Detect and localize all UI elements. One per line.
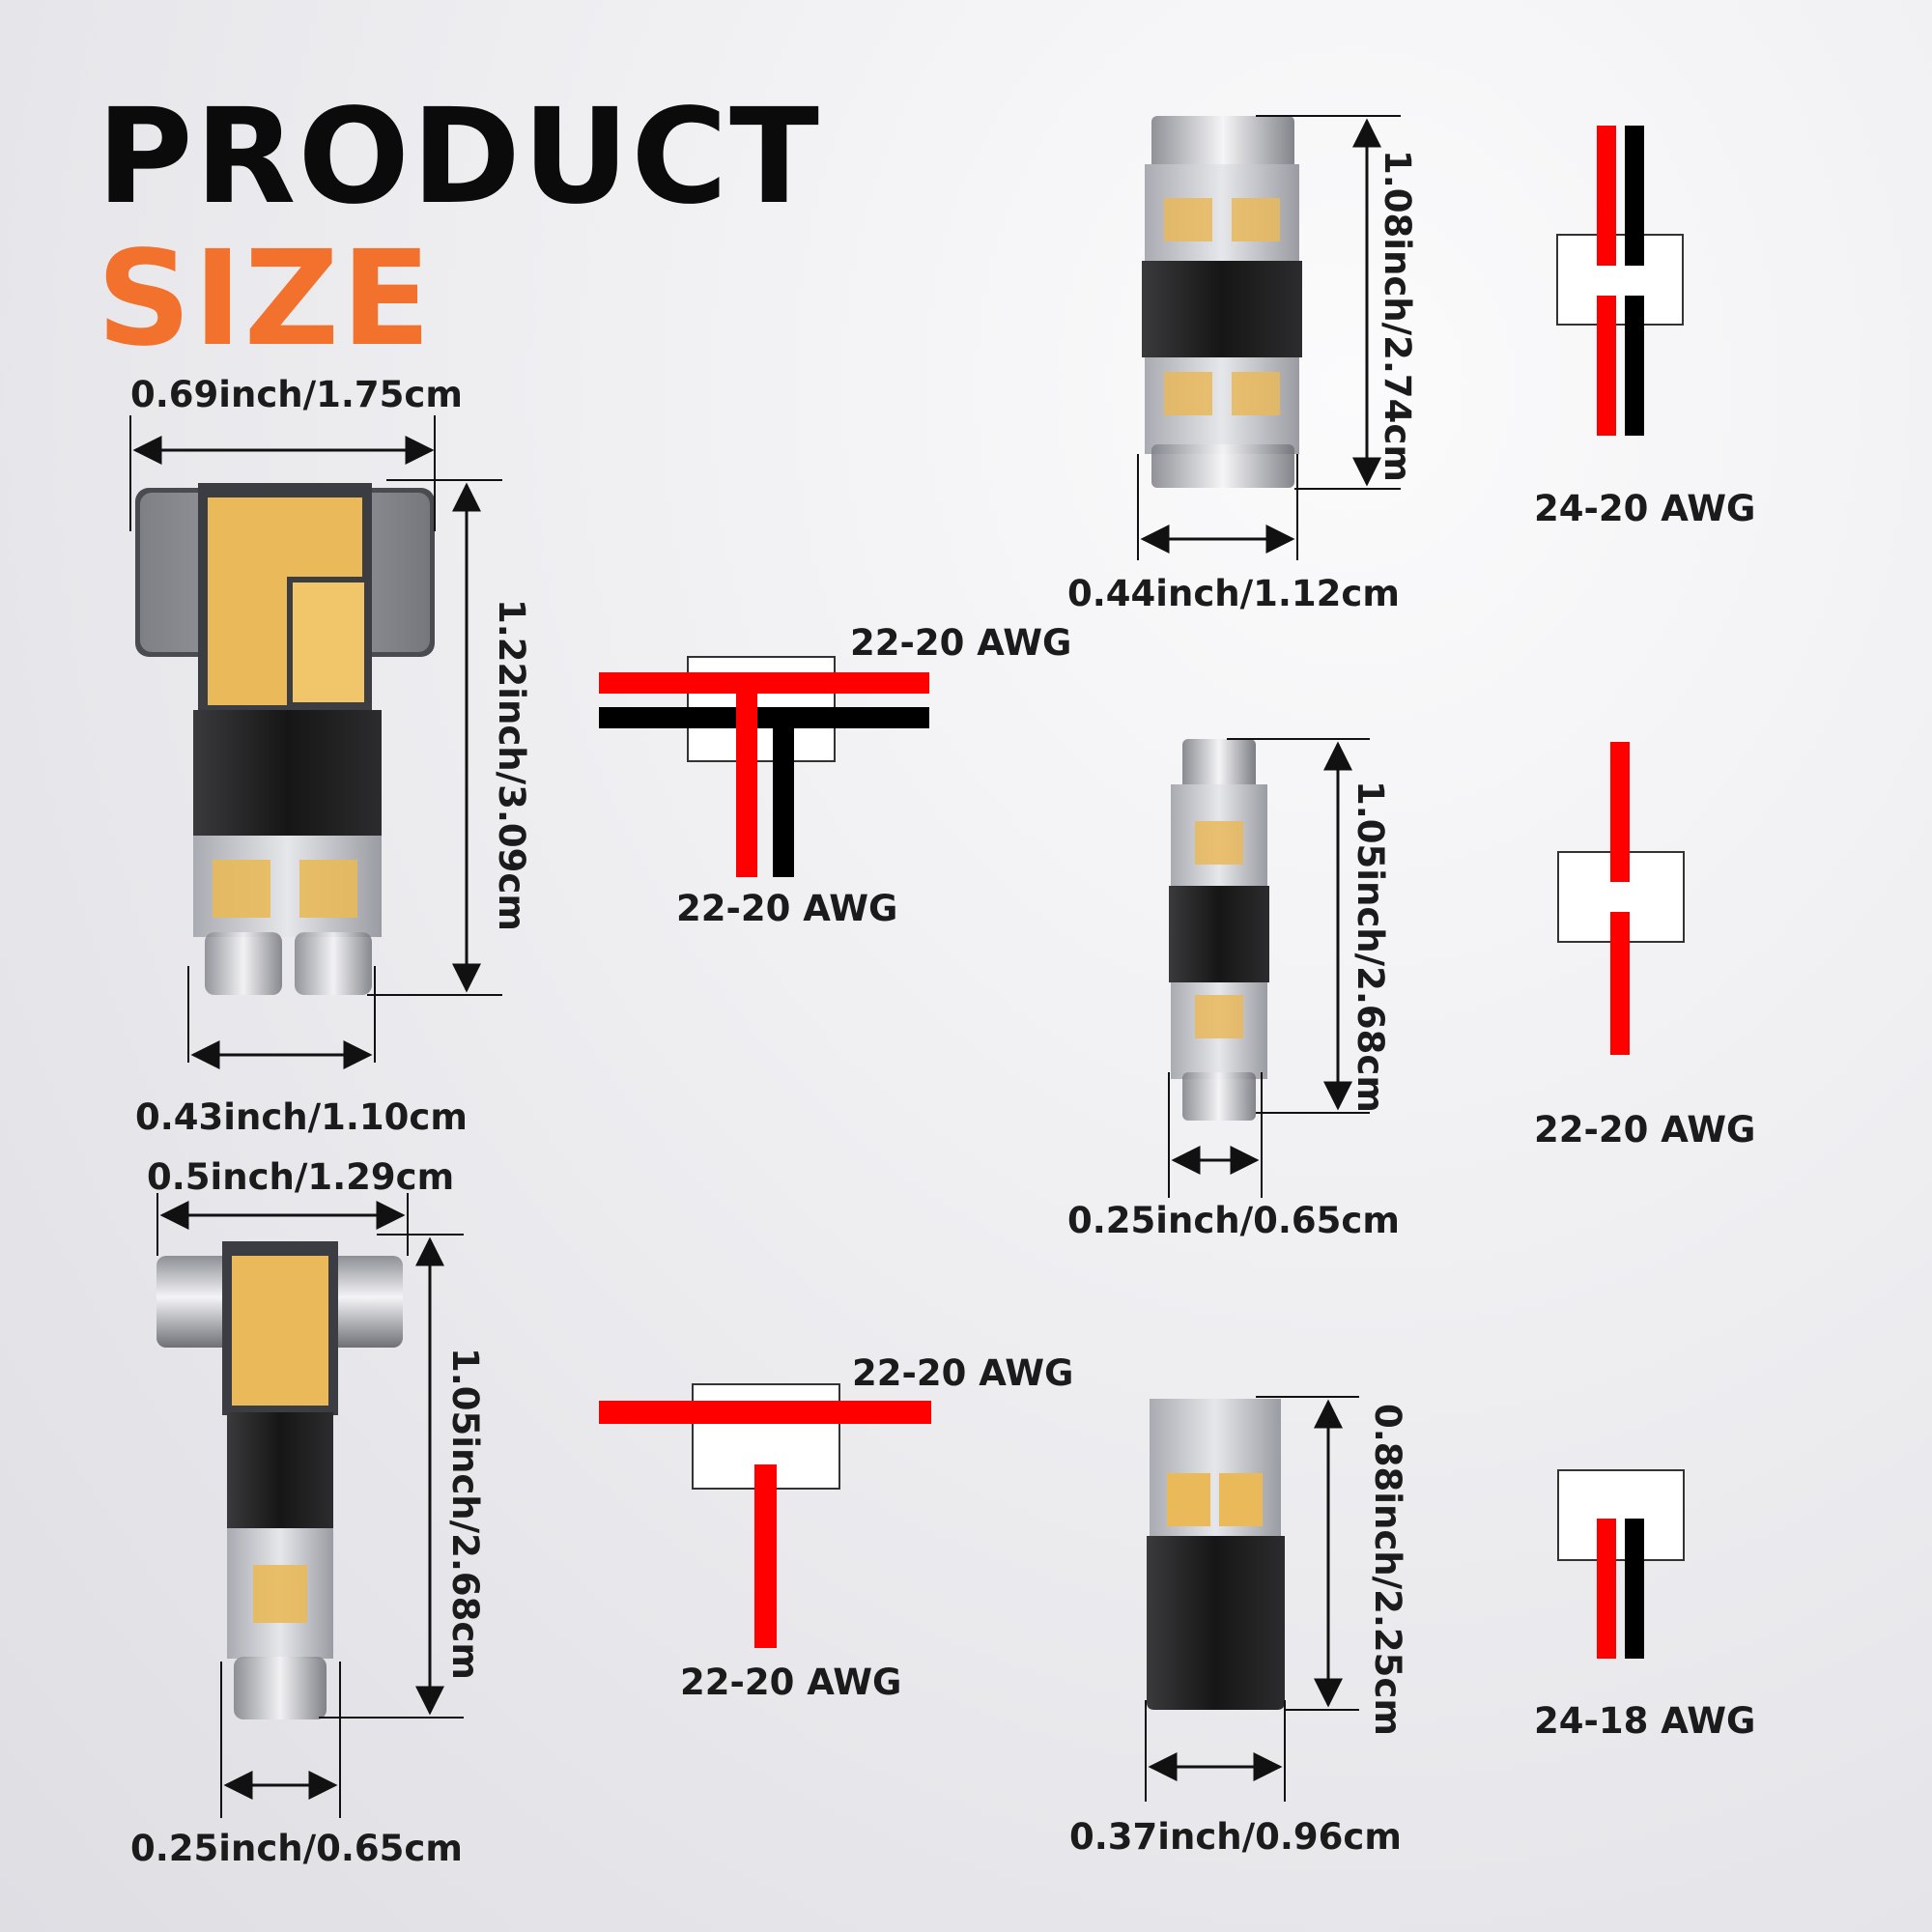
- connector-t-tap-dual-image: [135, 483, 435, 995]
- p3-awg-label: 24-20 AWG: [1534, 488, 1756, 529]
- p1-wire-run-label: 22-20 AWG: [850, 622, 1072, 664]
- connector-butt-dual-image: [1142, 116, 1302, 488]
- connector-t-tap-single-image: [156, 1241, 403, 1719]
- wire-diagram-t-dual: [599, 656, 929, 877]
- p2-width-top-label: 0.5inch/1.29cm: [147, 1156, 455, 1198]
- dimension-lines-2: [156, 1193, 464, 1818]
- p5-awg-label: 24-18 AWG: [1534, 1700, 1756, 1742]
- p2-wire-run-label: 22-20 AWG: [852, 1352, 1074, 1394]
- dimension-lines-4: [1168, 738, 1370, 1198]
- p4-width-label: 0.25inch/0.65cm: [1067, 1200, 1400, 1241]
- p1-width-bottom-label: 0.43inch/1.10cm: [135, 1096, 468, 1138]
- p3-height-label: 1.08inch/2.74cm: [1377, 150, 1418, 482]
- p2-wire-tap-label: 22-20 AWG: [680, 1662, 902, 1703]
- connector-butt-single-image: [1169, 739, 1269, 1121]
- p5-height-label: 0.88inch/2.25cm: [1367, 1404, 1408, 1736]
- wire-diagram-t-single: [599, 1383, 931, 1648]
- wire-diagram-end-cap: [1557, 1469, 1685, 1659]
- dimension-lines-1: [129, 415, 502, 1069]
- p2-height-label: 1.05inch/2.68cm: [444, 1348, 486, 1680]
- p1-height-label: 1.22inch/3.09cm: [491, 599, 532, 931]
- p5-width-label: 0.37inch/0.96cm: [1069, 1816, 1402, 1858]
- dimension-lines-3: [1137, 115, 1401, 560]
- wire-diagram-butt-single: [1557, 742, 1685, 1055]
- p3-width-label: 0.44inch/1.12cm: [1067, 573, 1400, 614]
- connector-end-cap-image: [1147, 1399, 1285, 1710]
- dimension-lines-5: [1145, 1396, 1359, 1802]
- p1-wire-tap-label: 22-20 AWG: [676, 888, 898, 929]
- p4-height-label: 1.05inch/2.68cm: [1350, 781, 1391, 1113]
- p2-width-bottom-label: 0.25inch/0.65cm: [130, 1828, 463, 1869]
- title-size: SIZE: [97, 223, 434, 376]
- wire-diagram-butt-dual: [1556, 126, 1684, 436]
- p4-awg-label: 22-20 AWG: [1534, 1109, 1756, 1151]
- p1-width-top-label: 0.69inch/1.75cm: [130, 374, 463, 415]
- title-product: PRODUCT: [97, 81, 821, 234]
